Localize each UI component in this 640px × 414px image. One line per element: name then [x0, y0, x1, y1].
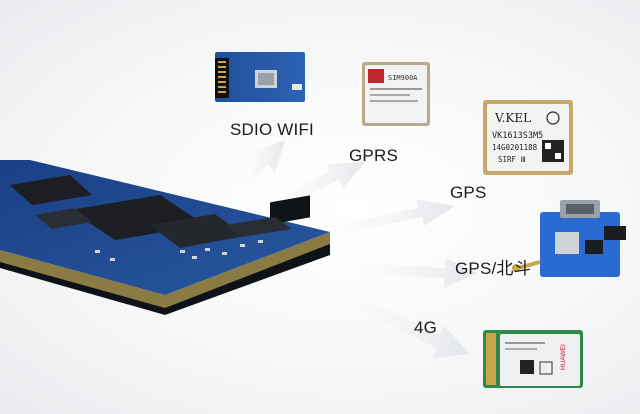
arrow-to-4g [320, 280, 470, 358]
gps-serial: 14G0201188 [492, 143, 538, 152]
gps-model: VK1613S3M5 [492, 131, 543, 141]
gps-module: V.KEL VK1613S3M5 14G0201188 SIRF Ⅲ [483, 100, 573, 175]
label-gps-beidou: GPS/北斗 [455, 259, 531, 278]
label-sdio-wifi: SDIO WIFI [230, 120, 314, 139]
arrow-to-gps-beidou [330, 258, 478, 288]
gprs-chip-model: SIM900A [388, 74, 418, 82]
gps-brand: V.KEL [494, 111, 531, 125]
sdio-wifi-module [215, 52, 305, 102]
label-gps: GPS [450, 183, 487, 202]
arrow-to-gps [300, 199, 455, 242]
label-4g: 4G [414, 318, 438, 337]
gps-variant: SIRF Ⅲ [498, 155, 526, 164]
lte-4g-module: HUAWEI [483, 330, 583, 388]
core-board [0, 160, 330, 315]
arrow-to-sdio-wifi [235, 140, 285, 190]
lte-brand: HUAWEI [560, 344, 567, 370]
gps-beidou-board [512, 200, 626, 277]
gprs-module: SIM900A [362, 62, 430, 126]
label-gprs: GPRS [349, 146, 398, 165]
